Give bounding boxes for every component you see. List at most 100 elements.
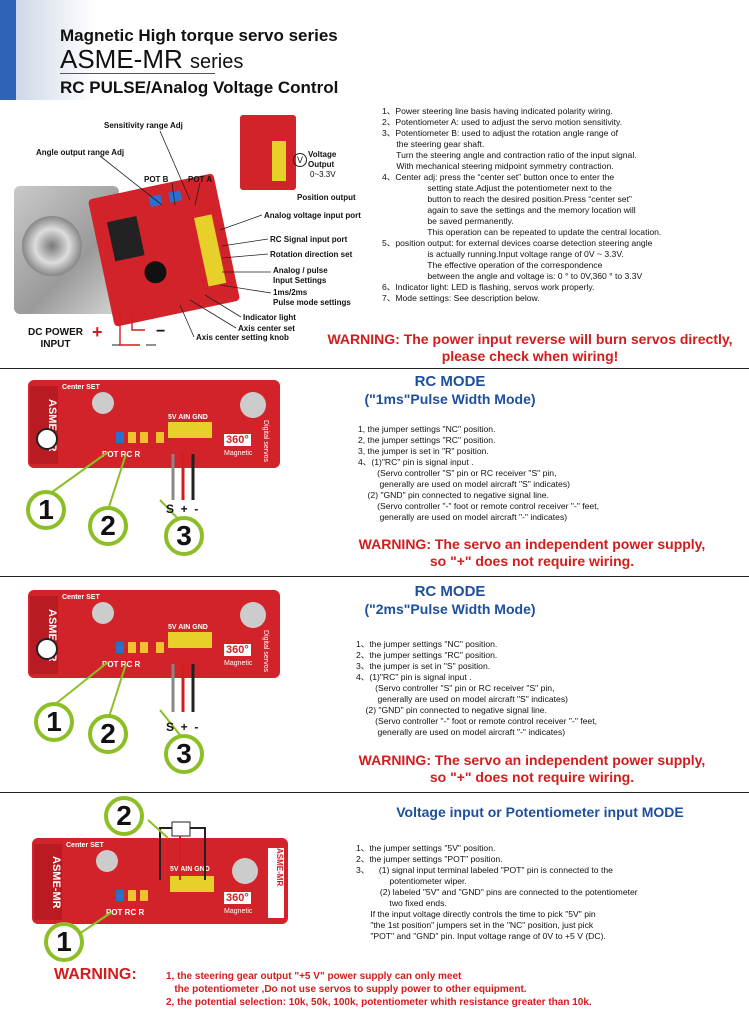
note-line: 7、Mode settings: See description below. — [382, 293, 540, 303]
rc2-wire-labels: S + - — [166, 720, 199, 734]
rc2-mode-title: RC MODE — [414, 583, 486, 600]
note-line: 4、Center adj: press the “center set” but… — [382, 172, 615, 182]
voltage-range-label: 0~3.3V — [310, 170, 336, 179]
warning-line: 2, the potential selection: 10k, 50k, 10… — [166, 997, 592, 1008]
note-line: between the angle and voltage is: 0 ° to… — [382, 271, 643, 281]
section-divider — [0, 792, 749, 793]
jumper-icon — [116, 432, 124, 443]
instruction-line: (Servo controller "-" foot or remote con… — [358, 501, 599, 511]
rc2-instructions: 1、the jumper settings "NC" position. 2、t… — [356, 639, 597, 738]
instruction-line: generally are used on model aircraft "-"… — [358, 512, 568, 522]
warning-line: 1, the steering gear output "+5 V" power… — [166, 971, 462, 982]
instruction-line: generally are used on model aircraft "S"… — [358, 479, 570, 489]
title-divider — [60, 73, 215, 74]
brand-label: ASME-MR — [34, 844, 62, 920]
jumper-icon — [140, 642, 148, 653]
series-title: Magnetic High torque servo series — [60, 26, 338, 45]
motor-icon — [22, 216, 82, 276]
ns-logo-icon — [36, 638, 58, 660]
note-line: 3、Potentiometer B: used to adjust the ro… — [382, 128, 619, 138]
header-accent-bar — [0, 0, 16, 100]
rc1-board-photo: ASME-MR Center SET 5V AIN GND POT RC R 3… — [28, 380, 280, 468]
instruction-line: 1、the jumper settings "5V" position. — [356, 843, 496, 853]
position-output-label: Position output — [297, 193, 356, 202]
pot-rc-label: POT RC R — [102, 450, 141, 459]
pin-label: 5V AIN GND — [168, 414, 208, 421]
pot-rc-label: POT RC R — [102, 660, 141, 669]
jumper-icon — [128, 432, 136, 443]
indicator-label: Indicator light — [243, 313, 296, 322]
rc2-board-photo: ASME-MR Center SET 5V AIN GND POT RC R 3… — [28, 590, 280, 678]
instruction-line: (2) labeled "5V" and "GND" pins are conn… — [356, 887, 638, 897]
instruction-line: 2、the jumper settings "POT" position. — [356, 854, 503, 864]
note-line: 6、Indicator light: LED is flashing, serv… — [382, 282, 595, 292]
screw-icon — [92, 602, 114, 624]
center-set-label: Center SET — [66, 842, 104, 849]
model-title: ASME-MR series — [60, 44, 244, 74]
jumper-icon — [140, 432, 148, 443]
angle-output-label: Angle output range Adj — [36, 148, 125, 157]
center-set-label: Center SET — [62, 594, 100, 601]
ns-logo-icon — [36, 428, 58, 450]
pot-b-label: POT B — [144, 175, 169, 184]
center-set-label: Center SET — [62, 384, 100, 391]
deg-label: 360° — [224, 434, 251, 446]
instruction-line: 3, the jumper is set in "R" position. — [358, 446, 489, 456]
power-reverse-warning: WARNING: The power input reverse will bu… — [327, 331, 733, 364]
instruction-line: (Servo controller "S" pin or RC receiver… — [356, 683, 555, 693]
voltmeter-icon: V — [293, 153, 307, 167]
callout-2: 2 — [88, 714, 128, 754]
magnetic-label: Magnetic — [224, 908, 253, 915]
instruction-line: "POT" and "GND" pin. Input voltage range… — [356, 931, 606, 941]
rotation-dir-label: Rotation direction set — [270, 250, 353, 259]
axis-knob-label: Axis center setting knob — [196, 333, 289, 342]
callout-lines — [99, 130, 272, 346]
callout-2: 2 — [104, 796, 144, 836]
pot-rc-label: POT RC R — [106, 908, 145, 917]
jumper-icon — [116, 890, 124, 901]
instruction-line: (2) "GND" pin connected to negative sign… — [356, 705, 547, 715]
header-gradient — [16, 0, 96, 100]
screw-icon — [240, 392, 266, 418]
pot-mode-title: Voltage input or Potentiometer input MOD… — [396, 804, 684, 820]
servos-label: Digital servos — [262, 630, 269, 673]
pot-instructions: 1、the jumper settings "5V" position. 2、t… — [356, 843, 638, 942]
rc1-mode-subtitle: ("1ms"Pulse Width Mode) — [364, 391, 536, 407]
section-divider — [0, 368, 749, 369]
warning-line: the potentiometer ,Do not use servos to … — [166, 984, 527, 995]
instruction-line: generally are used on model aircraft "S"… — [356, 694, 568, 704]
pin-label: 5V AIN GND — [170, 866, 210, 873]
instruction-line: 2、the jumper settings "RC" position. — [356, 650, 498, 660]
note-line: 5、position output: for external devices … — [382, 238, 653, 248]
servos-label: Digital servos — [262, 420, 269, 463]
pin-header-icon — [168, 632, 212, 648]
position-output-board — [240, 115, 296, 190]
rc1-warning: WARNING: The servo an independent power … — [358, 536, 706, 569]
instruction-line: 3、 (1) signal input terminal labeled "PO… — [356, 865, 613, 875]
note-line: setting state.Adjust the potentiometer n… — [382, 183, 612, 193]
instruction-line: 4、(1)"RC" pin is signal input . — [358, 457, 474, 467]
brand-side-label: ASME-MR — [268, 848, 284, 918]
screw-icon — [92, 392, 114, 414]
instruction-line: 4、(1)"RC" pin is signal input . — [356, 672, 472, 682]
brand-label: ASME-MR — [30, 596, 58, 674]
magnetic-label: Magnetic — [224, 660, 253, 667]
note-line: This operation can be repeated to update… — [382, 227, 662, 237]
jumper-icon — [140, 890, 148, 901]
dc-power-label: DC POWER INPUT — [28, 327, 83, 350]
deg-label: 360° — [224, 644, 251, 656]
instruction-line: (2) "GND" pin connected to negative sign… — [358, 490, 549, 500]
rc-signal-label: RC Signal input port — [270, 235, 348, 244]
note-line: 1、Power steering line basis having indic… — [382, 106, 613, 116]
rc2-warning: WARNING: The servo an independent power … — [358, 752, 706, 785]
instruction-line: 2, the jumper settings "RC" position. — [358, 435, 496, 445]
instruction-line: 1, the jumper settings "NC" position. — [358, 424, 496, 434]
analog-pulse-label: Analog / pulse Input Settings — [273, 266, 328, 285]
note-line: is actually running.Input voltage range … — [382, 249, 624, 259]
rc1-instructions: 1, the jumper settings "NC" position. 2,… — [358, 424, 599, 523]
callout-1: 1 — [34, 702, 74, 742]
note-line: The effective operation of the correspon… — [382, 260, 603, 270]
screw-icon — [232, 858, 258, 884]
rc1-mode-title: RC MODE — [414, 373, 486, 390]
jumper-icon — [128, 890, 136, 901]
